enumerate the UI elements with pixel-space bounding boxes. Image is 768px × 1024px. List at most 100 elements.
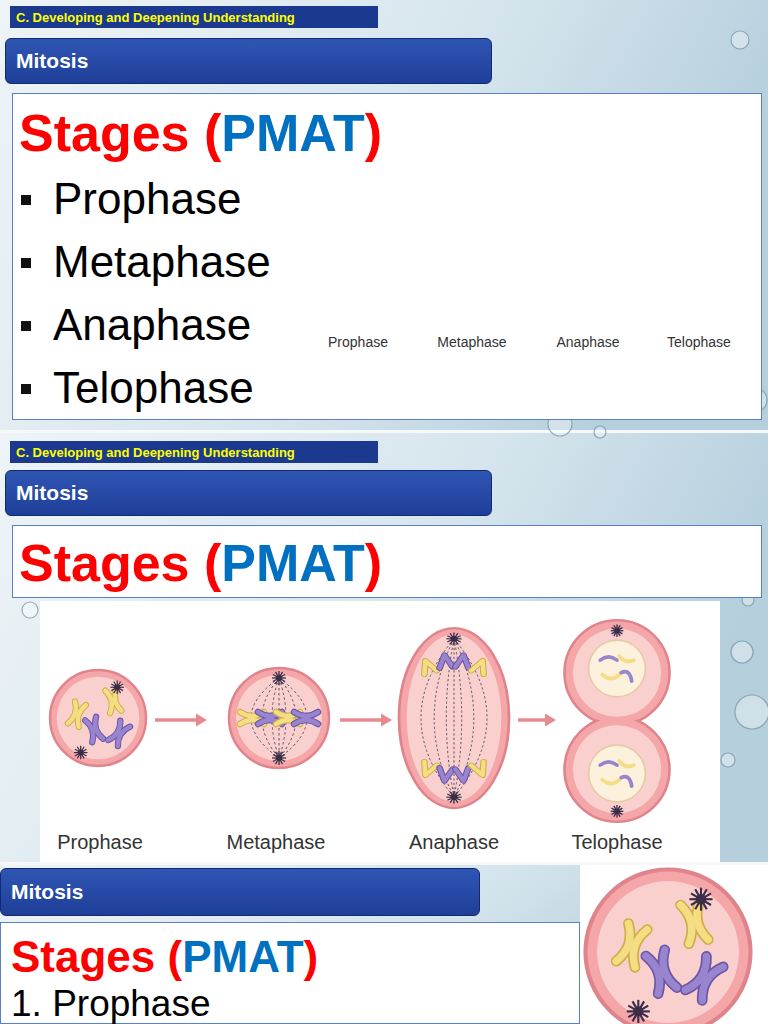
centrosome (272, 751, 286, 765)
stage-name: Prophase (53, 172, 241, 225)
section-bar: C. Developing and Deepening Understandin… (10, 441, 378, 463)
bubble (594, 426, 606, 438)
heading-acronym: PMAT (221, 534, 364, 592)
centrosome (611, 805, 624, 818)
section-title: C. Developing and Deepening Understandin… (16, 445, 295, 460)
cell-telophase (565, 620, 670, 822)
nucleus (589, 640, 646, 697)
stage-arrow (155, 713, 207, 726)
heading-acronym: PMAT (221, 104, 364, 162)
content-box: Stages (PMAT)1. Prophase (0, 922, 580, 1024)
slide-separator (0, 430, 768, 433)
cytoplasm (57, 677, 140, 760)
chromatin (602, 778, 621, 784)
stage-heading: 1. Prophase (11, 982, 211, 1024)
centrosome (446, 633, 461, 646)
bullet-item: Telophase (13, 361, 313, 414)
chromatin (600, 762, 617, 765)
bubble (735, 695, 768, 729)
chromosome (85, 717, 103, 742)
stage-caption: Metaphase (437, 334, 506, 350)
stage-caption: Prophase (328, 334, 388, 350)
cell-prophase (586, 870, 751, 1024)
cytoplasm (236, 675, 322, 761)
stage-name: Telophase (53, 361, 254, 414)
cell-membrane (565, 717, 670, 822)
spindle-fibres (251, 678, 307, 758)
chromatin (621, 777, 632, 786)
section-bar: C. Developing and Deepening Understandin… (10, 6, 378, 28)
stage-caption: Anaphase (556, 334, 619, 350)
heading-text: ) (365, 104, 382, 162)
chromatid (455, 768, 470, 782)
slide-heading: Stages (PMAT) (11, 931, 318, 982)
chromatid (471, 659, 489, 675)
cell-prophase (50, 670, 146, 766)
centrosome (110, 681, 123, 694)
cell-membrane (229, 668, 329, 768)
cell-anaphase (399, 628, 509, 808)
cell-membrane (399, 628, 509, 808)
heading-text: Stages ( (19, 104, 221, 162)
cytoplasm (573, 725, 661, 813)
chromosome (681, 901, 709, 944)
heading-acronym: PMAT (182, 932, 303, 981)
section-title: C. Developing and Deepening Understandin… (16, 10, 295, 25)
bubble (731, 31, 749, 49)
chromatin (602, 673, 621, 679)
topic-box: Mitosis (5, 38, 492, 84)
bullet-item: Anaphase (13, 298, 313, 351)
content-box: Stages (PMAT)ProphaseMetaphaseAnaphaseTe… (12, 93, 762, 420)
bullet-square (21, 321, 31, 331)
slide-background (0, 0, 768, 430)
cytoplasm (407, 634, 502, 801)
content-box: Stages (PMAT) (12, 525, 762, 598)
stage-arrow (340, 713, 392, 726)
cytoplasm (597, 881, 739, 1023)
cell-membrane (586, 870, 751, 1024)
chromatid (438, 768, 453, 782)
slide-background (0, 865, 768, 1024)
topic-title: Mitosis (16, 49, 88, 73)
slide-heading: Stages (PMAT) (19, 533, 382, 593)
centrosome (689, 888, 712, 911)
centrosome (74, 746, 87, 759)
centrosome (611, 624, 624, 637)
bullet-square (21, 258, 31, 268)
heading-text: Stages ( (19, 534, 221, 592)
chromatin (619, 656, 634, 662)
heading-text: ) (365, 534, 382, 592)
bubble (22, 602, 38, 618)
heading-text: Stages ( (11, 932, 182, 981)
stage-caption: Anaphase (409, 831, 499, 854)
slide-background (0, 433, 768, 862)
nucleus (589, 745, 646, 802)
chromosome (646, 950, 677, 994)
bubble (721, 753, 735, 767)
stage-name: Anaphase (53, 298, 251, 351)
chromosome (616, 924, 647, 968)
chromatid (438, 654, 453, 668)
topic-title: Mitosis (16, 481, 88, 505)
slide-separator (0, 862, 768, 865)
chromosome (294, 712, 318, 724)
cytoplasm (573, 629, 661, 717)
centrosome (446, 791, 461, 804)
stage-caption: Metaphase (227, 831, 326, 854)
chromosome (685, 956, 723, 1000)
chromosome (105, 688, 121, 713)
chromatid (419, 659, 437, 675)
stage-caption: Telophase (571, 831, 662, 854)
bullet-item: Metaphase (13, 235, 313, 288)
bubble (731, 641, 753, 663)
bullet-item: Prophase (13, 172, 313, 225)
stage-caption: Prophase (57, 831, 143, 854)
chromatid (419, 762, 437, 778)
stage-caption: Telophase (667, 334, 731, 350)
cell-metaphase (229, 668, 329, 768)
topic-box: Mitosis (5, 470, 492, 516)
chromosome (108, 721, 130, 747)
centrosome (272, 671, 286, 685)
chromosome (68, 701, 86, 726)
